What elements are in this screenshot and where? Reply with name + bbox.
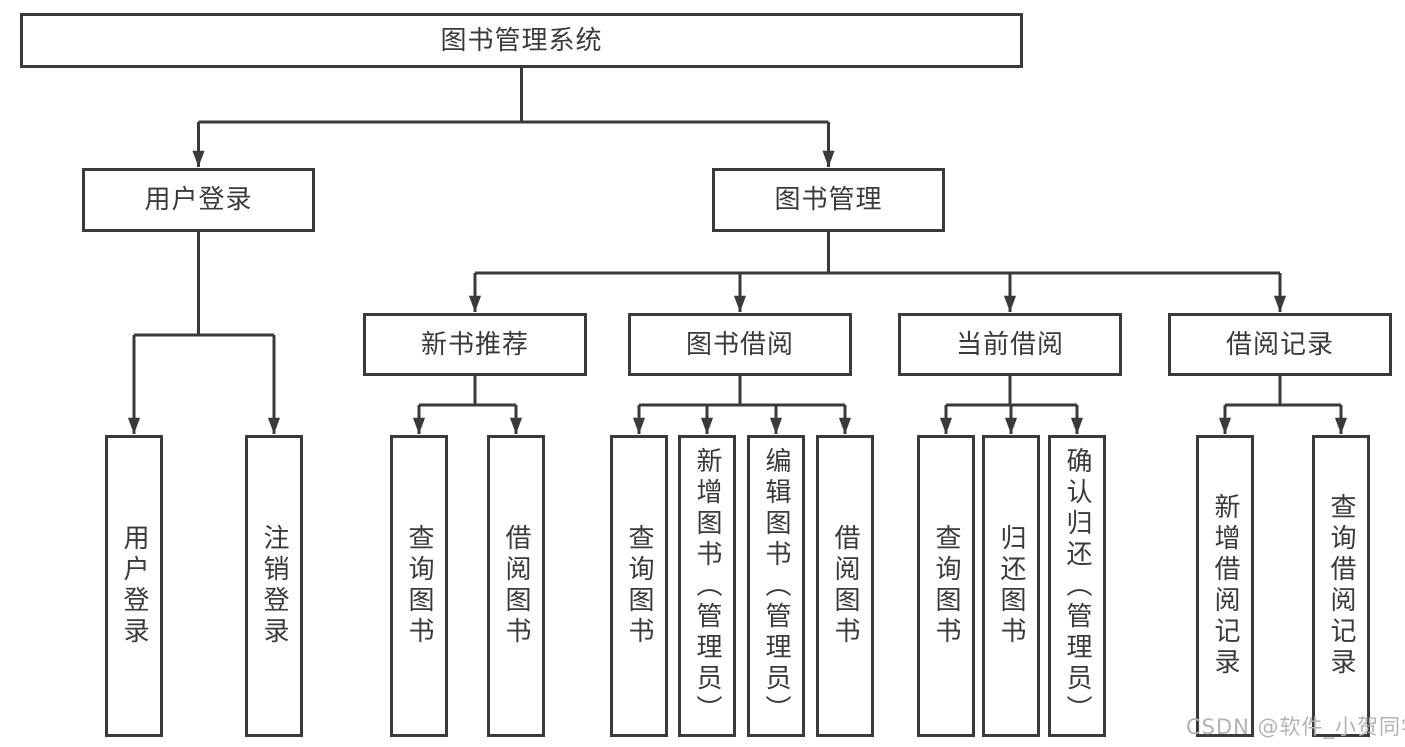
leaf-edit-books-admin: 编辑图书（管理员） xyxy=(747,435,805,737)
node-new-book-recommend: 新书推荐 xyxy=(363,313,587,376)
node-user-login: 用户登录 xyxy=(82,168,315,232)
leaf-query-books-1-label: 查询图书 xyxy=(404,524,434,648)
leaf-borrow-books-2-label: 借阅图书 xyxy=(830,524,860,648)
node-borrow-records: 借阅记录 xyxy=(1168,313,1392,376)
leaf-return-books: 归还图书 xyxy=(982,435,1040,737)
leaf-confirm-return-admin: 确认归还（管理员） xyxy=(1048,435,1106,737)
leaf-add-books-admin: 新增图书（管理员） xyxy=(678,435,736,737)
leaf-query-books-3-label: 查询图书 xyxy=(931,524,961,648)
leaf-borrow-books-1-label: 借阅图书 xyxy=(501,524,531,648)
leaf-confirm-return-admin-label: 确认归还（管理员） xyxy=(1062,446,1092,726)
node-book-management: 图书管理 xyxy=(712,168,945,232)
node-current-borrow-label: 当前借阅 xyxy=(955,329,1064,360)
leaf-query-books-2-label: 查询图书 xyxy=(624,524,654,648)
connector-userlogin-to-leaves xyxy=(127,232,281,434)
connector-newbookrec-to-leaves xyxy=(412,376,523,434)
leaf-logout: 注销登录 xyxy=(245,435,303,737)
connector-bookmgmt-to-level3 xyxy=(468,232,1287,312)
leaf-user-login: 用户登录 xyxy=(105,435,163,737)
leaf-return-books-label: 归还图书 xyxy=(996,524,1026,648)
node-current-borrow: 当前借阅 xyxy=(898,313,1122,376)
leaf-add-books-admin-label: 新增图书（管理员） xyxy=(692,446,722,726)
leaf-query-books-3: 查询图书 xyxy=(917,435,975,737)
node-library-system-label: 图书管理系统 xyxy=(440,25,603,56)
node-book-management-label: 图书管理 xyxy=(774,185,883,215)
node-user-login-label: 用户登录 xyxy=(144,185,253,215)
leaf-add-borrow-record-label: 新增借阅记录 xyxy=(1210,493,1240,679)
leaf-borrow-books-1: 借阅图书 xyxy=(487,435,545,737)
leaf-edit-books-admin-label: 编辑图书（管理员） xyxy=(761,446,791,726)
node-borrow-records-label: 借阅记录 xyxy=(1225,329,1334,360)
connector-currentborrow-to-leaves xyxy=(939,376,1084,434)
leaf-add-borrow-record: 新增借阅记录 xyxy=(1196,435,1254,737)
leaf-query-books-1: 查询图书 xyxy=(390,435,448,737)
leaf-query-books-2: 查询图书 xyxy=(610,435,668,737)
leaf-user-login-label: 用户登录 xyxy=(119,524,149,648)
connector-borrowrecords-to-leaves xyxy=(1218,376,1348,434)
node-new-book-recommend-label: 新书推荐 xyxy=(420,329,529,360)
node-book-borrow: 图书借阅 xyxy=(628,313,852,376)
leaf-query-borrow-record: 查询借阅记录 xyxy=(1312,435,1370,737)
csdn-watermark: CSDN @软件_小贺同学 xyxy=(1186,715,1405,739)
connector-bookborrow-to-leaves xyxy=(632,376,852,434)
node-library-system: 图书管理系统 xyxy=(20,13,1023,68)
leaf-borrow-books-2: 借阅图书 xyxy=(816,435,874,737)
leaf-query-borrow-record-label: 查询借阅记录 xyxy=(1326,493,1356,679)
leaf-logout-label: 注销登录 xyxy=(259,524,289,648)
node-book-borrow-label: 图书借阅 xyxy=(685,329,794,360)
connector-root-to-level2 xyxy=(192,68,835,167)
